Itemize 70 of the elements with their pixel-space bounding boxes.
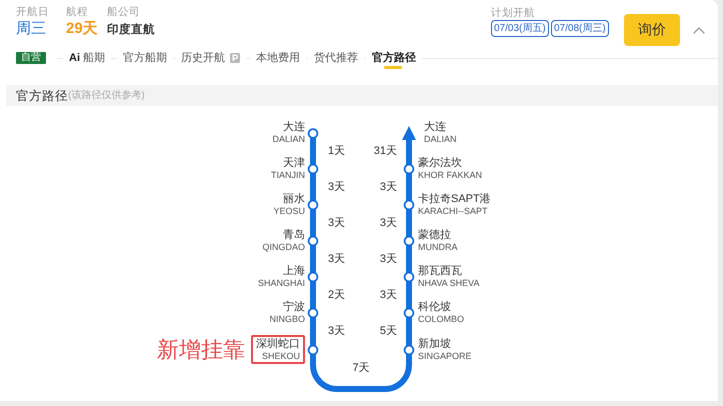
port-name-latin: SHEKOU	[260, 351, 300, 362]
edge-label: 2天	[328, 288, 346, 302]
route-line	[310, 289, 316, 301]
route-line	[406, 325, 412, 338]
port-name: 青岛	[282, 229, 305, 242]
date-chip: 07/03(周五)	[491, 20, 549, 37]
port-name-latin: KARACHI--SAPT	[418, 206, 489, 217]
port-name: 上海	[282, 265, 305, 278]
route-line	[310, 217, 316, 229]
port-name: 那瓦西瓦	[418, 265, 463, 278]
port-name: 新加坡	[418, 338, 452, 351]
port-name: 宁波	[282, 301, 305, 314]
port-name: 科伦坡	[418, 301, 452, 314]
date-chip: 07/08(周三)	[551, 20, 609, 37]
port-name-latin: COLOMBO	[418, 314, 464, 325]
port-name-latin: QINGDAO	[262, 242, 305, 253]
port-name: 大连	[282, 121, 305, 134]
tab: 货代推荐	[308, 50, 364, 66]
port-name-latin: SHANGHAI	[258, 278, 305, 289]
port-name-latin: MUNDRA	[418, 242, 458, 253]
port-name: 丽水	[282, 193, 305, 206]
port-name-latin: NHAVA SHEVA	[418, 278, 480, 289]
port-name: 蒙德拉	[418, 229, 452, 242]
port-name-latin: KHOR FAKKAN	[418, 170, 482, 181]
edge-label: 3天	[328, 252, 346, 266]
edge-label: 3天	[380, 288, 397, 302]
port-name: 天津	[282, 157, 305, 170]
annotation-label: 新增挂靠	[157, 337, 245, 363]
active-tab: 官方路径	[366, 50, 422, 66]
edge-label: 3天	[380, 252, 397, 266]
edge-label: 3天	[380, 216, 397, 230]
voyage-duration: 29天	[66, 19, 98, 39]
route-line	[310, 181, 316, 193]
edge-label: 3天	[328, 180, 346, 194]
service-type: 印度直航	[107, 22, 155, 38]
field-caption: 计划开航	[491, 7, 535, 20]
route-line	[310, 253, 316, 265]
port-name-latin: SINGAPORE	[418, 351, 472, 362]
route-line	[406, 253, 412, 265]
section-title: 官方路径	[16, 88, 68, 104]
field-caption: 开航日	[16, 6, 49, 19]
edge-label: 5天	[380, 325, 397, 338]
inquiry-button: 询价	[624, 14, 680, 46]
port-name-latin: NINGBO	[269, 314, 305, 325]
port-name: 深圳蛇口	[256, 338, 300, 351]
port-name: 大连	[424, 121, 447, 134]
field-caption: 船公司	[107, 6, 140, 19]
edge-label: 31天	[374, 144, 397, 158]
port-name-latin: YEOSU	[273, 206, 305, 217]
port-name: 豪尔法坎	[418, 157, 463, 170]
port-name: 卡拉奇SAPT港	[418, 193, 491, 206]
port-name-latin: TIANJIN	[270, 170, 305, 181]
tab: 历史开航	[175, 50, 246, 66]
port-name-latin: DALIAN	[272, 134, 305, 145]
status-tag: 自营	[16, 52, 46, 64]
route-line	[406, 181, 412, 193]
route-line	[406, 289, 412, 301]
route-line	[310, 145, 316, 157]
port-name-latin: DALIAN	[424, 134, 457, 145]
departure-weekday: 周三	[16, 19, 46, 39]
route-line	[310, 325, 316, 335]
edge-label: 1天	[328, 144, 346, 158]
edge-label: 3天	[328, 325, 346, 338]
route-arrow	[402, 126, 416, 157]
edge-label: 7天	[352, 362, 370, 374]
field-caption: 航程	[66, 6, 88, 19]
edge-label: 3天	[380, 180, 397, 194]
note-text: (该路径仅供参考)	[68, 88, 145, 102]
edge-label: 3天	[328, 216, 346, 230]
route-line	[406, 217, 412, 229]
